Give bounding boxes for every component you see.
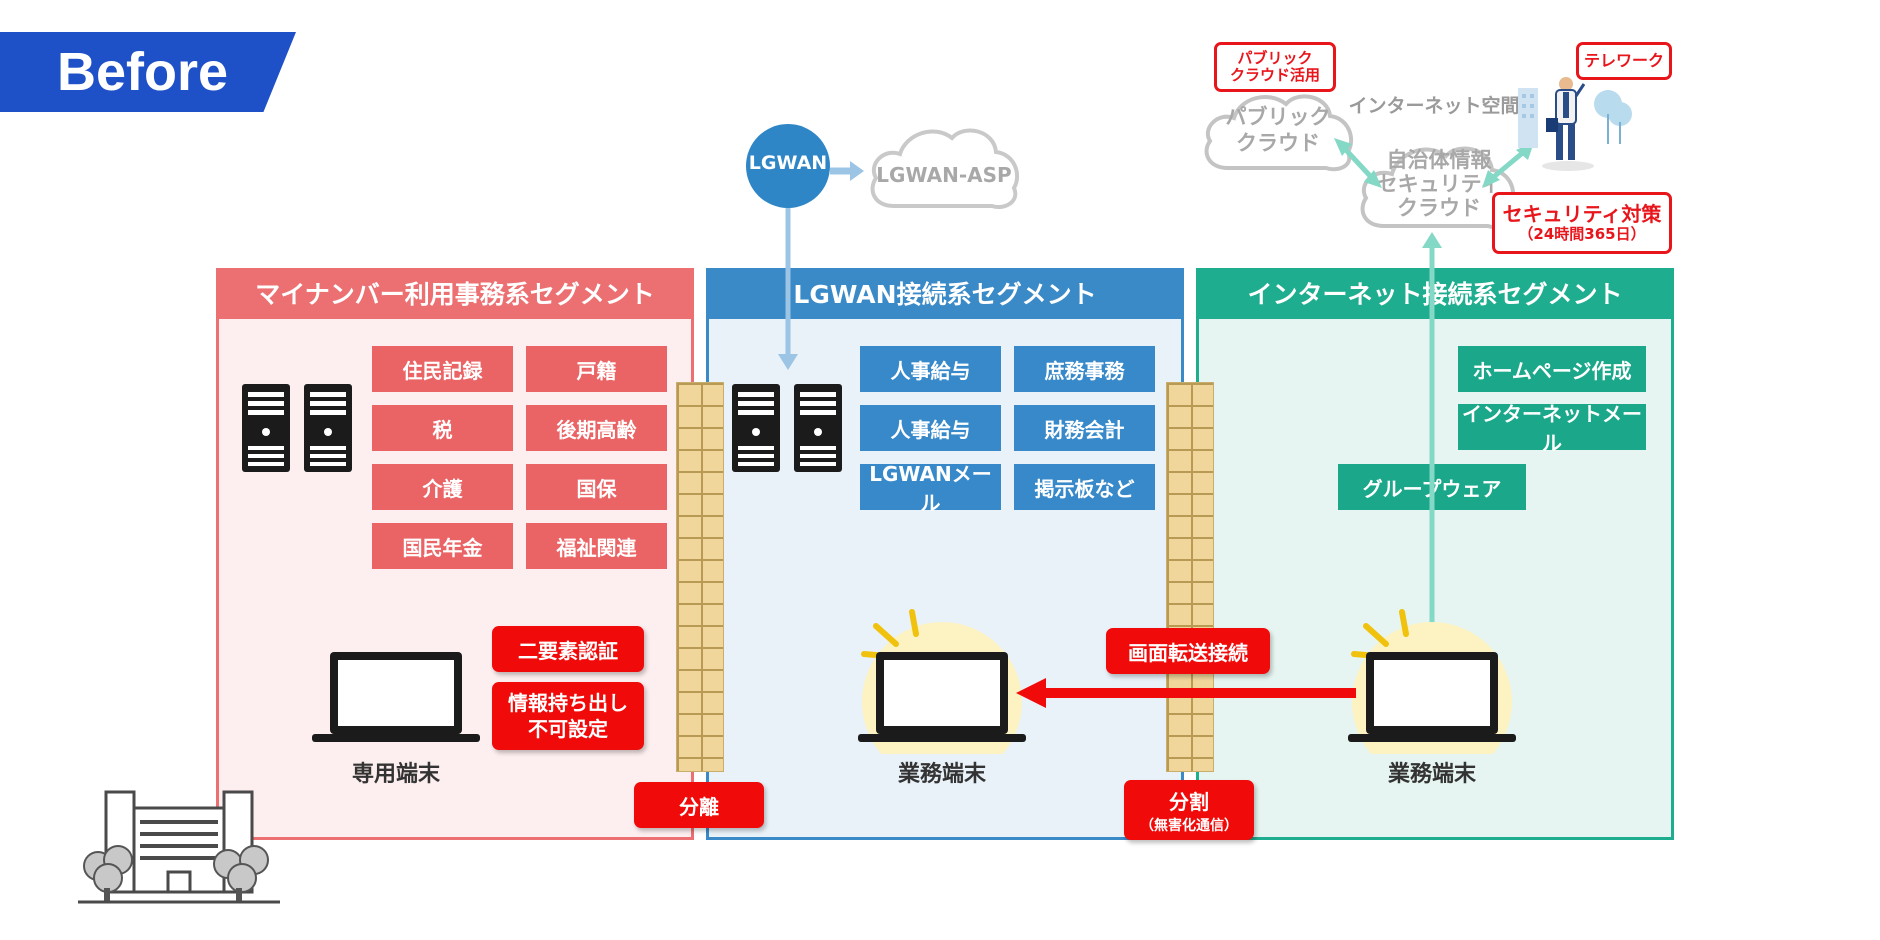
security-cloud-label: 自治体情報 セキュリティ クラウド <box>1376 148 1502 220</box>
two-factor-auth-badge: 二要素認証 <box>492 626 644 672</box>
service-box: 掲示板など <box>1014 464 1155 510</box>
dedicated-terminal-label: 専用端末 <box>351 762 440 787</box>
service-box: 戸籍 <box>526 346 667 392</box>
service-box: 国保 <box>526 464 667 510</box>
service-box: 福祉関連 <box>526 523 667 569</box>
firewall-icon <box>1166 382 1214 772</box>
telework-callout: テレワーク <box>1576 42 1672 80</box>
service-box: 庶務事務 <box>1014 346 1155 392</box>
public-cloud-label: パブリック クラウド <box>1225 105 1331 155</box>
firewall-icon <box>676 382 724 772</box>
internet-link-arrows <box>1334 138 1534 654</box>
service-box: LGWANメール <box>860 462 1001 515</box>
security-measures-callout: セキュリティ対策 （24時間365日） <box>1492 192 1672 254</box>
no-takeout-badge: 情報持ち出し 不可設定 <box>492 682 644 750</box>
service-box: 介護 <box>372 464 513 510</box>
service-box: 国民年金 <box>372 523 513 569</box>
lgwan-node: LGWAN <box>748 152 828 174</box>
segment-mynumber-title: マイナンバー利用事務系セグメント <box>219 271 691 319</box>
lgwan-asp-label: LGWAN-ASP <box>876 163 1012 187</box>
segment-internet-title: インターネット接続系セグメント <box>1199 271 1671 319</box>
service-box: 財務会計 <box>1014 405 1155 451</box>
internet-space-label: インターネット空間 <box>1348 95 1520 117</box>
service-box: インターネットメール <box>1458 402 1646 455</box>
lgwan-connection-diagram <box>746 124 864 370</box>
service-box: 人事給与 <box>860 405 1001 451</box>
screen-transfer-arrow <box>1016 678 1356 708</box>
business-terminal-label: 業務端末 <box>1387 762 1476 787</box>
server-icon <box>732 384 842 472</box>
laptop-icon <box>858 609 1026 754</box>
building-icon <box>78 790 280 904</box>
telework-person-icon <box>1518 77 1632 171</box>
service-box: 後期高齢 <box>526 405 667 451</box>
laptop-icon <box>312 652 480 742</box>
public-cloud-use-callout: パブリック クラウド活用 <box>1214 42 1336 92</box>
cloud-icon <box>870 128 1020 209</box>
separation-badge: 分離 <box>634 782 764 828</box>
service-box: 人事給与 <box>860 346 1001 392</box>
service-box: 住民記録 <box>372 346 513 392</box>
business-terminal-label: 業務端末 <box>897 762 986 787</box>
split-badge: 分割 （無害化通信） <box>1124 780 1254 840</box>
before-tag: Before <box>0 32 296 112</box>
laptop-icon <box>1348 609 1516 754</box>
service-box: ホームページ作成 <box>1458 346 1646 392</box>
server-icon <box>242 384 352 472</box>
service-box: 税 <box>372 405 513 451</box>
screen-transfer-badge: 画面転送接続 <box>1106 628 1270 674</box>
